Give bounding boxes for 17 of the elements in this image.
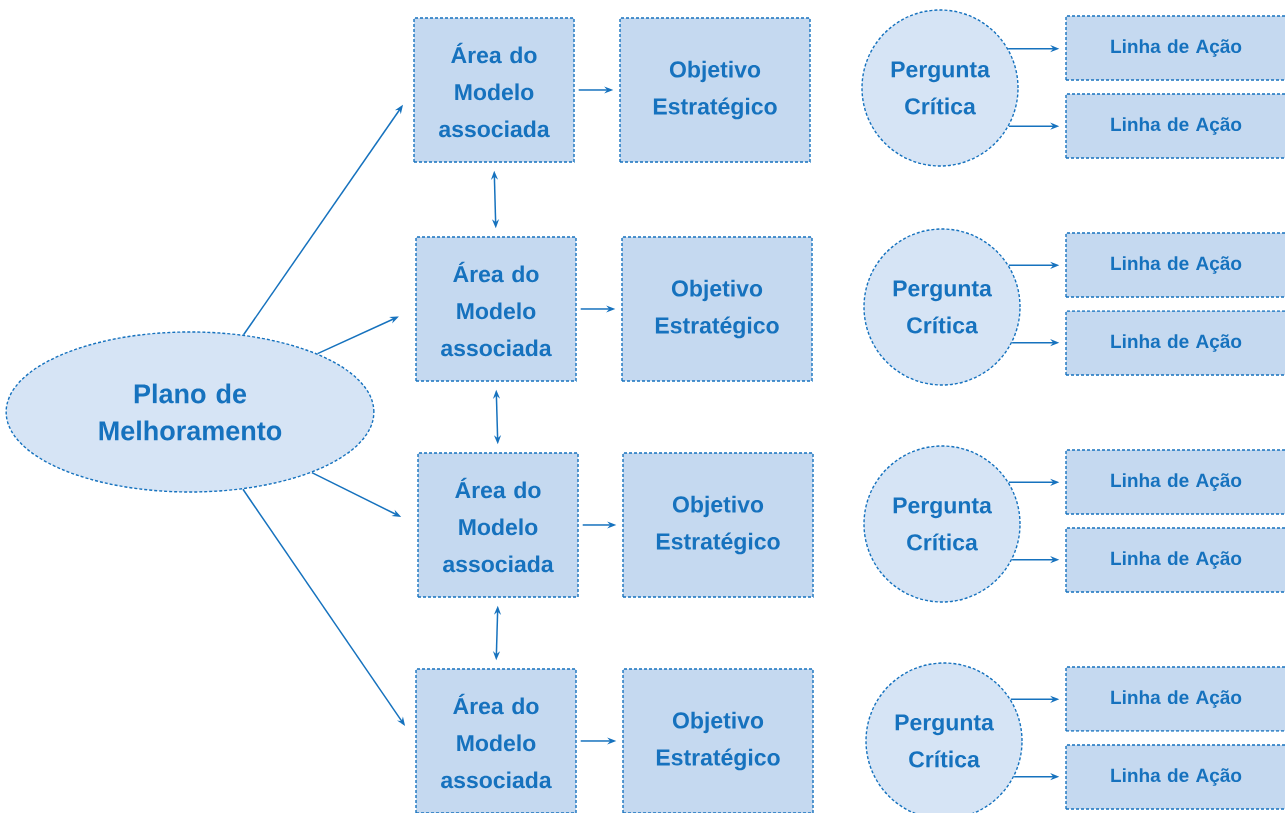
action-box: Linha de Ação [1065, 15, 1285, 81]
process-box: Objetivo Estratégico [622, 668, 814, 813]
action-box: Linha de Ação [1065, 310, 1285, 376]
action-box: Linha de Ação [1065, 93, 1285, 159]
process-box: Objetivo Estratégico [621, 236, 813, 382]
process-box: Objetivo Estratégico [619, 17, 811, 163]
action-box: Linha de Ação [1065, 744, 1285, 810]
action-box: Linha de Ação [1065, 232, 1285, 298]
process-box: Objetivo Estratégico [622, 452, 814, 598]
process-box: Área do Modelo associada [413, 17, 575, 163]
action-box: Linha de Ação [1065, 449, 1285, 515]
action-box: Linha de Ação [1065, 527, 1285, 593]
ellipse-node: Plano de Melhoramento [5, 331, 375, 493]
process-box: Área do Modelo associada [417, 452, 579, 598]
process-box: Área do Modelo associada [415, 668, 577, 813]
process-box: Área do Modelo associada [415, 236, 577, 382]
action-box: Linha de Ação [1065, 666, 1285, 732]
